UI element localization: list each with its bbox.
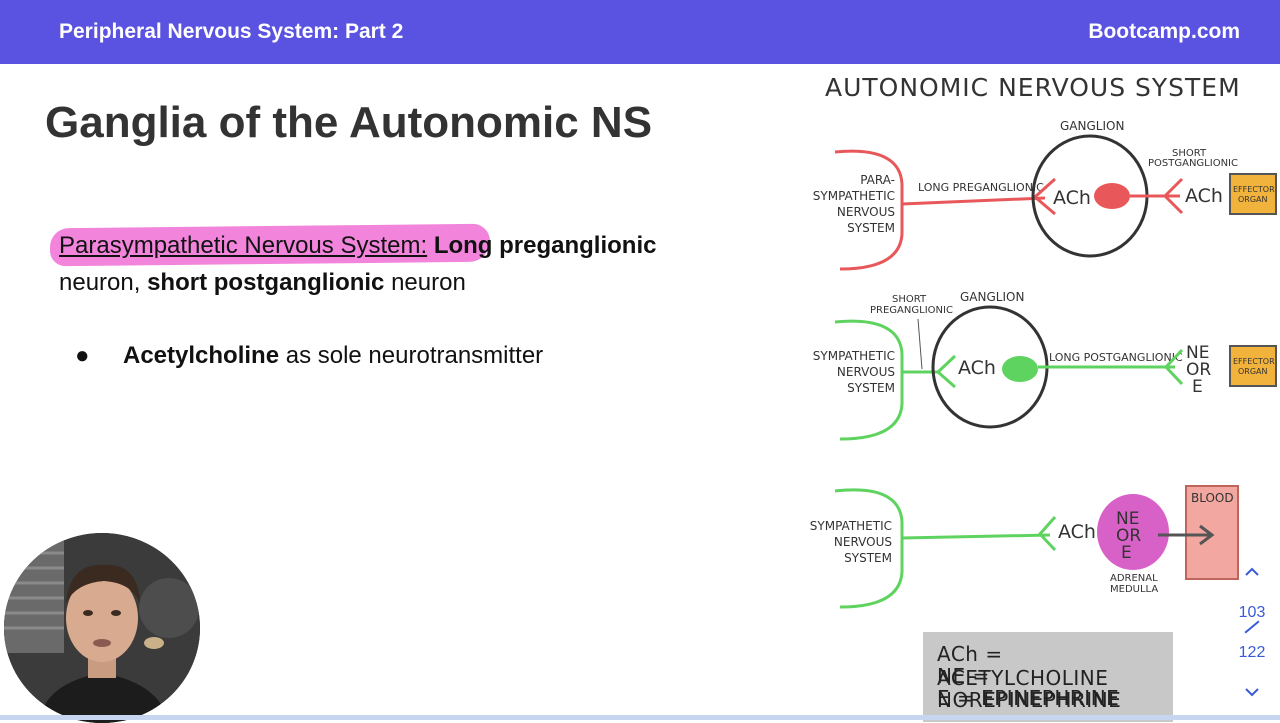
legend-box: ACh = ACETYLCHOLINE NE = NOREPINEPHRINE … <box>923 632 1173 722</box>
header-bar: Peripheral Nervous System: Part 2 Bootca… <box>0 0 1280 64</box>
effector-label-2a: EFFECTOR <box>1233 357 1275 366</box>
definition-line-2: neuron, short postganglionic neuron <box>59 269 466 297</box>
bullet-text: as sole neurotransmitter <box>285 342 544 369</box>
ach-label-2: ACh <box>958 357 996 379</box>
effector-label-1b: ORGAN <box>1238 195 1268 204</box>
ne-label-2b: OR <box>1186 360 1211 380</box>
gland-ne-label-a: NE <box>1116 509 1139 529</box>
legend-e: E = EPINEPHRINE <box>937 686 1120 710</box>
ne-label-2c: E <box>1192 377 1203 397</box>
row-sympathetic-adrenal: SYMPATHETIC NERVOUS SYSTEM ACh NE OR E A… <box>810 485 1239 609</box>
adrenal-system-label-1: SYMPATHETIC <box>810 519 892 533</box>
ans-diagram: AUTONOMIC NERVOUS SYSTEM PARA- SYMPATHET… <box>810 73 1277 609</box>
row-parasympathetic: PARA- SYMPATHETIC NERVOUS SYSTEM LONG PR… <box>813 119 1277 271</box>
total-pages: 122 <box>1238 644 1266 661</box>
adrenal-label-1: ADRENAL <box>1110 573 1158 584</box>
term-colon: : <box>420 232 428 259</box>
ach-label-3: ACh <box>1058 521 1096 543</box>
symp-system-label-2: NERVOUS <box>837 365 895 379</box>
short-pre-label-1: SHORT <box>892 294 927 305</box>
legend-ach: ACh = ACETYLCHOLINE <box>937 642 1109 690</box>
bullet-dot-icon: ● <box>75 342 90 369</box>
current-page: 103 <box>1238 604 1266 621</box>
parasympathetic-term: Parasympathetic Nervous System <box>59 232 421 259</box>
para-system-label-3: NERVOUS <box>837 205 895 219</box>
symp-system-label-1: SYMPATHETIC <box>813 349 895 363</box>
adrenal-label-2: MEDULLA <box>1110 584 1158 595</box>
line2-text-a: neuron, <box>59 269 141 296</box>
short-postganglionic-term: short postganglionic <box>147 269 385 296</box>
adrenal-system-label-3: SYSTEM <box>844 551 892 565</box>
para-system-label-1: PARA- <box>860 173 895 187</box>
row-sympathetic-ganglion: SYMPATHETIC NERVOUS SYSTEM SHORT PREGANG… <box>813 290 1277 441</box>
bullet-item: ● Acetylcholine as sole neurotransmitter <box>75 342 543 370</box>
chevron-up-icon[interactable] <box>1242 562 1262 582</box>
presenter-video <box>4 533 200 723</box>
adrenal-system-label-2: NERVOUS <box>834 535 892 549</box>
short-post-label-2: POSTGANGLIONIC <box>1148 158 1238 169</box>
page-navigator: 103 122 <box>1232 560 1272 710</box>
ach-label-1b: ACh <box>1185 185 1223 207</box>
short-post-label-1: SHORT <box>1172 148 1207 159</box>
para-system-label-4: SYSTEM <box>847 221 895 235</box>
diagram-title: AUTONOMIC NERVOUS SYSTEM <box>825 73 1241 102</box>
effector-label-1a: EFFECTOR <box>1233 185 1275 194</box>
lecture-title: Peripheral Nervous System: Part 2 <box>59 20 404 43</box>
slide-title: Ganglia of the Autonomic NS <box>45 98 653 147</box>
ganglion-label-2: GANGLION <box>960 290 1024 304</box>
legend-ne: NE = NOREPINEPHRINE <box>937 664 1122 712</box>
webcam-overlay <box>4 533 200 723</box>
acetylcholine-term: Acetylcholine <box>123 342 280 369</box>
effector-label-2b: ORGAN <box>1238 367 1268 376</box>
symp-system-label-3: SYSTEM <box>847 381 895 395</box>
line2-text-b: neuron <box>391 269 466 296</box>
ach-label-1a: ACh <box>1053 187 1091 209</box>
ne-label-2a: NE <box>1186 343 1209 363</box>
blood-label: BLOOD <box>1191 491 1234 505</box>
para-system-label-2: SYMPATHETIC <box>813 189 895 203</box>
gland-ne-label-b: OR <box>1116 526 1141 546</box>
ganglion-label-1: GANGLION <box>1060 119 1124 133</box>
definition-line-1: Parasympathetic Nervous System: Long pre… <box>59 232 656 260</box>
short-pre-label-2: PREGANGLIONIC <box>870 305 953 316</box>
chevron-down-icon[interactable] <box>1242 682 1262 702</box>
progress-bar <box>0 715 1280 720</box>
gland-ne-label-c: E <box>1121 543 1132 563</box>
brand-logo[interactable]: Bootcamp.com <box>1088 20 1240 43</box>
long-preganglionic-label: LONG PREGANGLIONIC <box>918 181 1044 194</box>
page-separator <box>1244 620 1260 634</box>
long-preganglionic-term: Long preganglionic <box>433 232 657 259</box>
long-postganglionic-label: LONG POSTGANGLIONIC <box>1049 351 1183 364</box>
